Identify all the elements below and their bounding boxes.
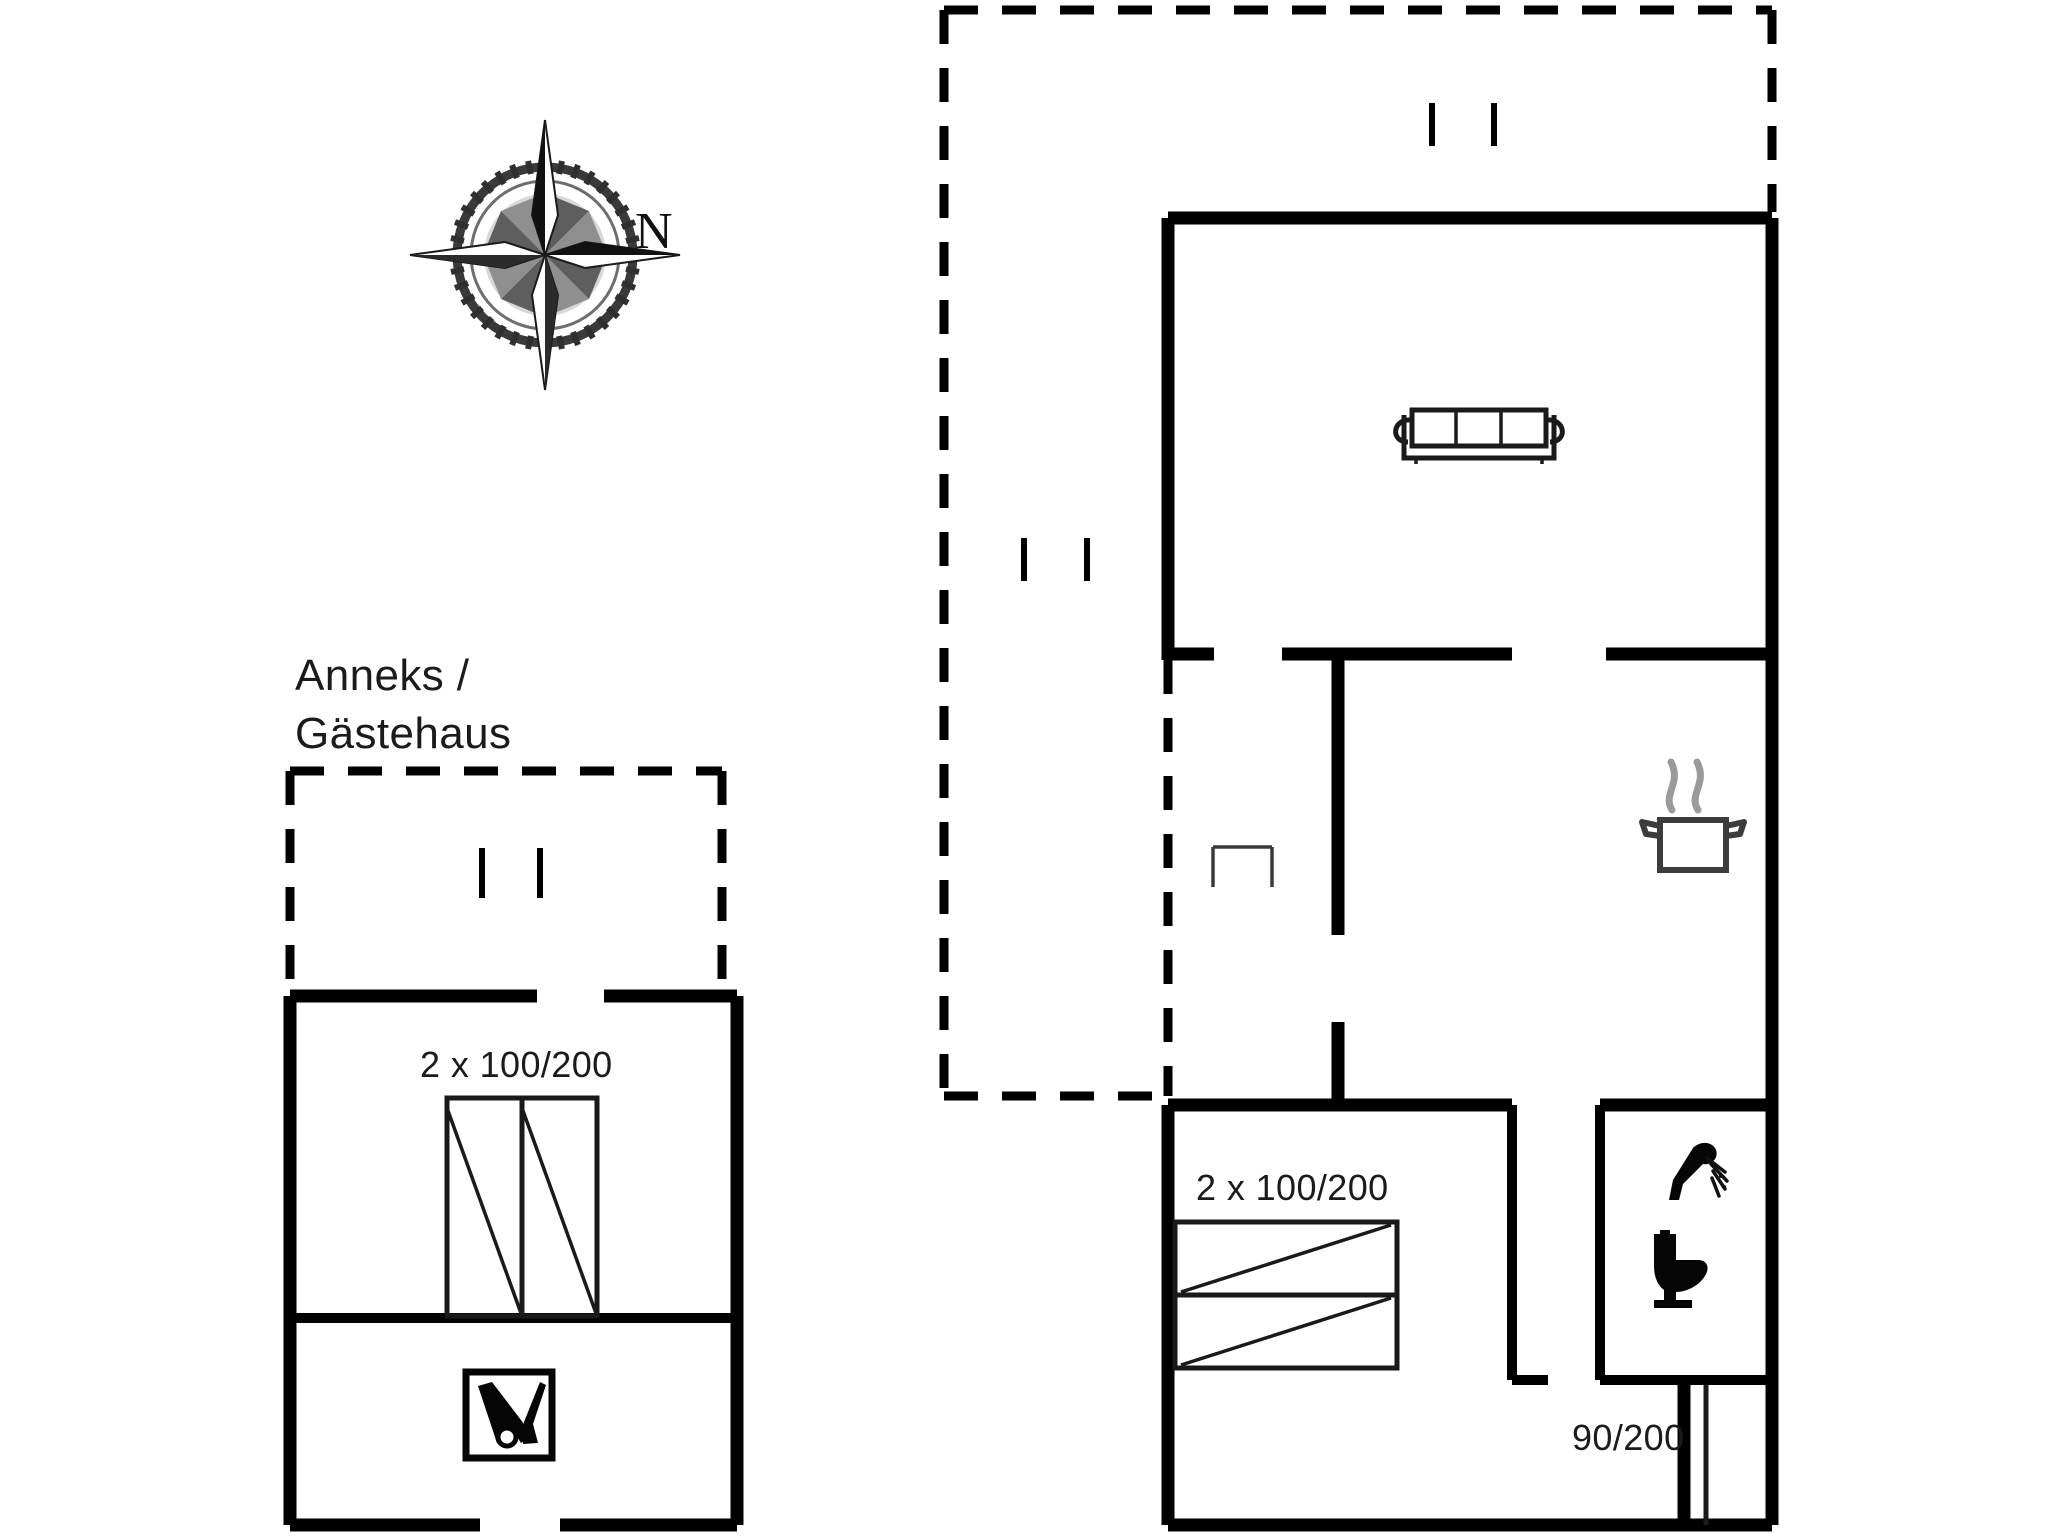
main-terrace-outline	[939, 5, 1777, 1101]
compass-north-label: N	[635, 203, 673, 260]
main-terrace-window-top	[1429, 103, 1497, 146]
annex-title-line2: Gästehaus	[295, 709, 511, 758]
annex-bed-group: 2 x 100/200	[420, 1044, 613, 1319]
cooking-pot-icon	[1639, 758, 1747, 873]
annex-window-group	[479, 848, 543, 898]
single-bed-90-200	[1677, 1385, 1709, 1525]
sofa-icon	[1393, 407, 1565, 464]
annex-title-line1: Anneks /	[295, 651, 470, 700]
annex-walls	[283, 989, 744, 1532]
main-building-walls	[1161, 211, 1779, 1532]
shower-icon	[1669, 1142, 1729, 1200]
garden-tools-icon	[462, 1368, 556, 1462]
main-bed-label: 2 x 100/200	[1196, 1167, 1389, 1208]
main-bed-group: 2 x 100/200	[1172, 1167, 1400, 1371]
hall-cabinet-icon	[1211, 845, 1274, 887]
annex-bed-label: 2 x 100/200	[420, 1044, 613, 1085]
toilet-icon	[1654, 1230, 1708, 1308]
annex-terrace-outline	[285, 766, 727, 996]
compass-rose-icon	[409, 119, 681, 391]
single-bed-label: 90/200	[1572, 1417, 1685, 1458]
main-terrace-window-left	[1021, 538, 1090, 581]
